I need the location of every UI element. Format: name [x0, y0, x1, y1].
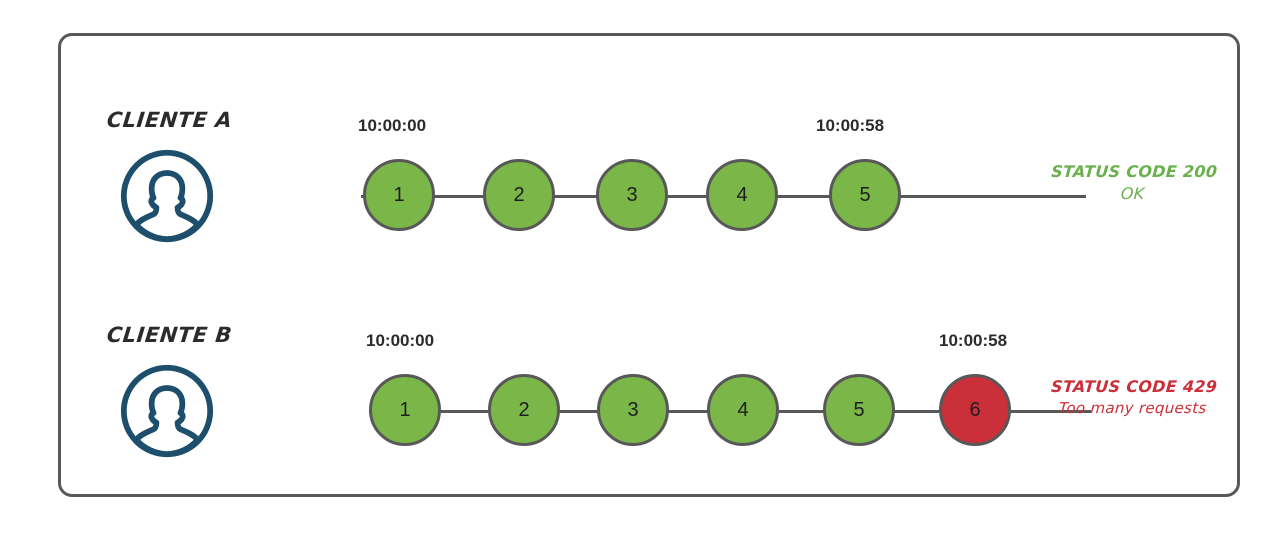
- request-node[interactable]: 5: [829, 159, 901, 231]
- request-node[interactable]: 5: [823, 374, 895, 446]
- timestamp-start-a: 10:00:00: [358, 116, 427, 135]
- request-node[interactable]: 3: [597, 374, 669, 446]
- status-message-b: Too many requests: [1058, 398, 1208, 417]
- request-node[interactable]: 2: [483, 159, 555, 231]
- request-node-blocked[interactable]: 6: [939, 374, 1011, 446]
- status-code-b: STATUS CODE 429: [1050, 377, 1218, 396]
- timestamp-start-b: 10:00:00: [366, 331, 435, 350]
- request-node[interactable]: 3: [596, 159, 668, 231]
- status-badge-a: STATUS CODE 200 OK: [1024, 161, 1242, 204]
- request-node[interactable]: 4: [707, 374, 779, 446]
- request-node[interactable]: 1: [369, 374, 441, 446]
- status-message-a: OK: [1120, 183, 1146, 203]
- diagram-panel: CLIENTE A 10:00:00 10:00:58 1 2 3 4 5 ST…: [58, 33, 1240, 497]
- client-row-b: CLIENTE B 10:00:00 10:00:58 1 2 3 4 5 6 …: [61, 281, 1237, 496]
- client-row-a: CLIENTE A 10:00:00 10:00:58 1 2 3 4 5 ST…: [61, 66, 1237, 281]
- request-node[interactable]: 1: [363, 159, 435, 231]
- client-label-a: CLIENTE A: [105, 108, 234, 132]
- user-avatar-icon: [119, 148, 215, 244]
- request-node[interactable]: 4: [706, 159, 778, 231]
- user-avatar-icon: [119, 363, 215, 459]
- timestamp-end-b: 10:00:58: [939, 331, 1008, 350]
- status-code-a: STATUS CODE 200: [1050, 162, 1218, 181]
- timestamp-end-a: 10:00:58: [816, 116, 885, 135]
- client-label-b: CLIENTE B: [105, 323, 234, 347]
- request-node[interactable]: 2: [488, 374, 560, 446]
- status-badge-b: STATUS CODE 429 Too many requests: [1025, 376, 1243, 418]
